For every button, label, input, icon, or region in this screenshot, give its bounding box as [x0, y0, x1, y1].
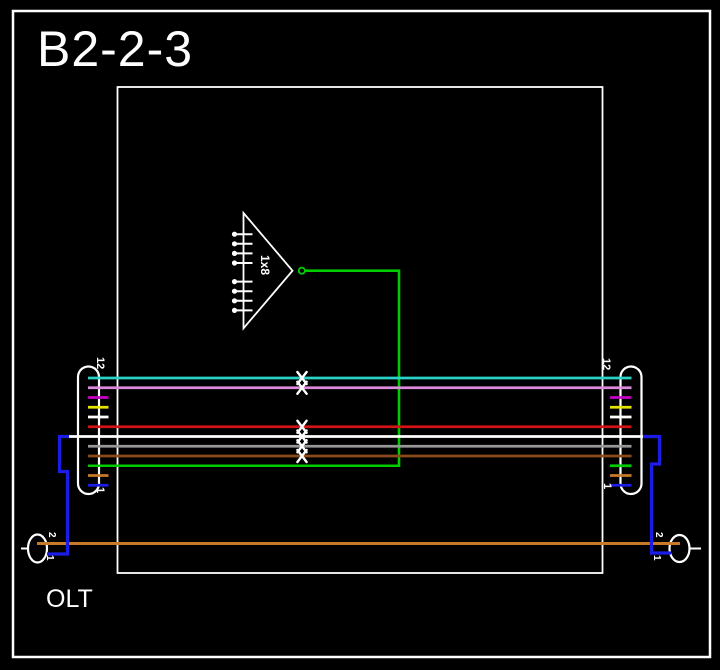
left-olt-port-bottom-label: 1 [44, 555, 55, 561]
splitter-tick-dot [231, 279, 238, 285]
left-drop-wire-blue [47, 434, 70, 556]
splitter-feed-wire-green [88, 269, 401, 468]
splitter-output-node [297, 266, 306, 275]
splitter-tick-dot [231, 260, 238, 266]
splice-marks-layer [296, 370, 308, 464]
olt-label: OLT [46, 585, 93, 613]
splitter-ticks-layer [231, 231, 253, 313]
wires-layer [69, 376, 643, 487]
splitter-label: 1x8 [258, 255, 272, 275]
splitter-triangle [242, 210, 294, 331]
splitter-tick-dot [231, 241, 238, 247]
splice-x-mark [296, 448, 308, 464]
splitter-tick-dot [231, 298, 238, 304]
right-connector-bottom-label: 1 [601, 483, 613, 489]
splice-x-mark [296, 380, 308, 395]
splitter-tick-dot [231, 288, 238, 294]
right-olt-port-bottom-label: 1 [651, 555, 662, 561]
right-connector-body [619, 365, 643, 496]
outer-frame [11, 9, 712, 659]
right-connector-top-label: 12 [600, 358, 612, 370]
page-title: B2-2-3 [37, 21, 193, 77]
cabinet-box [116, 86, 604, 574]
right-olt-port [668, 533, 691, 564]
left-connector-top-label: 12 [94, 357, 106, 369]
splitter-tick-dot [231, 231, 238, 237]
splitter-tick-dot [231, 250, 238, 256]
right-drop-wire-blue [643, 434, 671, 555]
left-olt-port-top-label: 2 [46, 532, 57, 538]
right-olt-port-top-label: 2 [653, 532, 664, 538]
left-connector-body [76, 365, 101, 496]
left-connector-bottom-label: 1 [94, 487, 106, 493]
splitter-tick-dot [231, 307, 238, 313]
